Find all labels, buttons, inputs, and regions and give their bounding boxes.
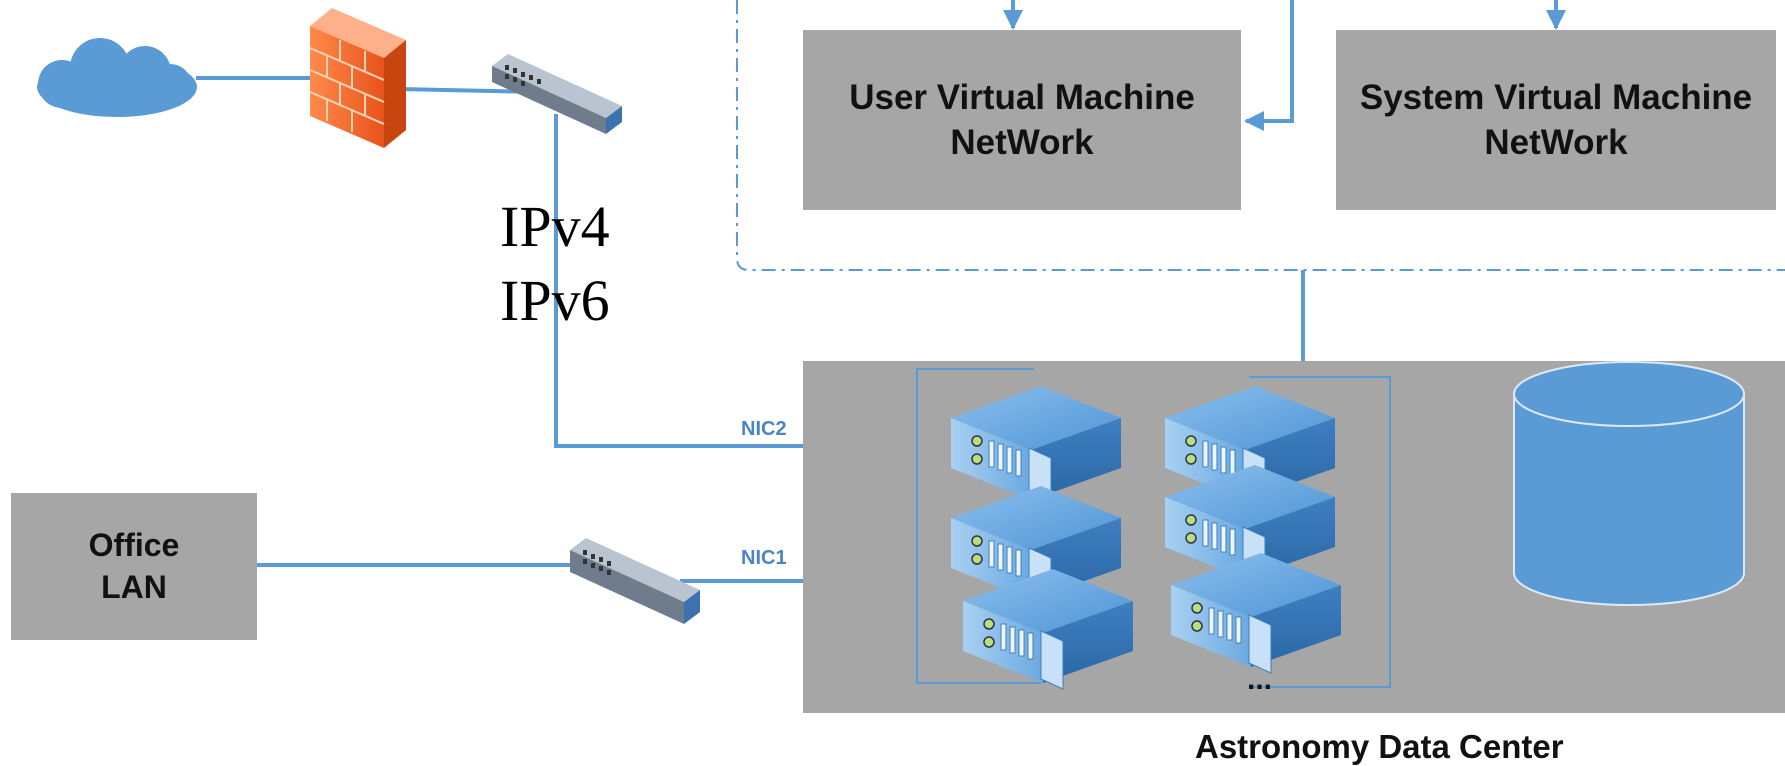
arrow-side-to-user-vm: [1244, 0, 1294, 131]
user-vm-label-line1: User Virtual Machine: [849, 77, 1195, 117]
firewall-icon: [309, 8, 406, 148]
data-center-panel: [803, 361, 1785, 713]
server-icon: [963, 569, 1133, 690]
nic1-label: NIC1: [741, 547, 787, 569]
virtual-network-boundary: [736, 0, 1785, 271]
cloud-icon: [37, 38, 197, 117]
nic2-label: NIC2: [741, 418, 787, 440]
switch-icon: [492, 54, 622, 134]
office-label-line1: Office: [88, 526, 180, 563]
storage-cylinder-icon: [1513, 361, 1745, 606]
link-switch-nic2: [554, 114, 803, 448]
user-vm-label-line2: NetWork: [950, 123, 1094, 162]
system-vm-label-line1: System Virtual Machine: [1359, 77, 1753, 117]
data-center-hardware: [916, 361, 1745, 690]
switch-icon: [570, 538, 700, 624]
office-label-line2: LAN: [101, 568, 167, 605]
ipv4-label: IPv4: [500, 194, 610, 259]
office-lan-box: Office LAN: [11, 493, 257, 640]
system-vm-network-box: System Virtual Machine NetWork: [1336, 30, 1776, 210]
data-center-caption: Astronomy Data Center: [1195, 728, 1564, 765]
rack-outline-right: [1249, 376, 1391, 688]
ipv6-label: IPv6: [500, 268, 610, 333]
server-icon: [1171, 553, 1341, 674]
user-vm-network-box: User Virtual Machine NetWork: [803, 30, 1241, 210]
rack-outline-left: [916, 368, 1041, 684]
system-vm-label-line2: NetWork: [1484, 123, 1628, 162]
more-servers-ellipsis: ...: [1247, 663, 1273, 696]
